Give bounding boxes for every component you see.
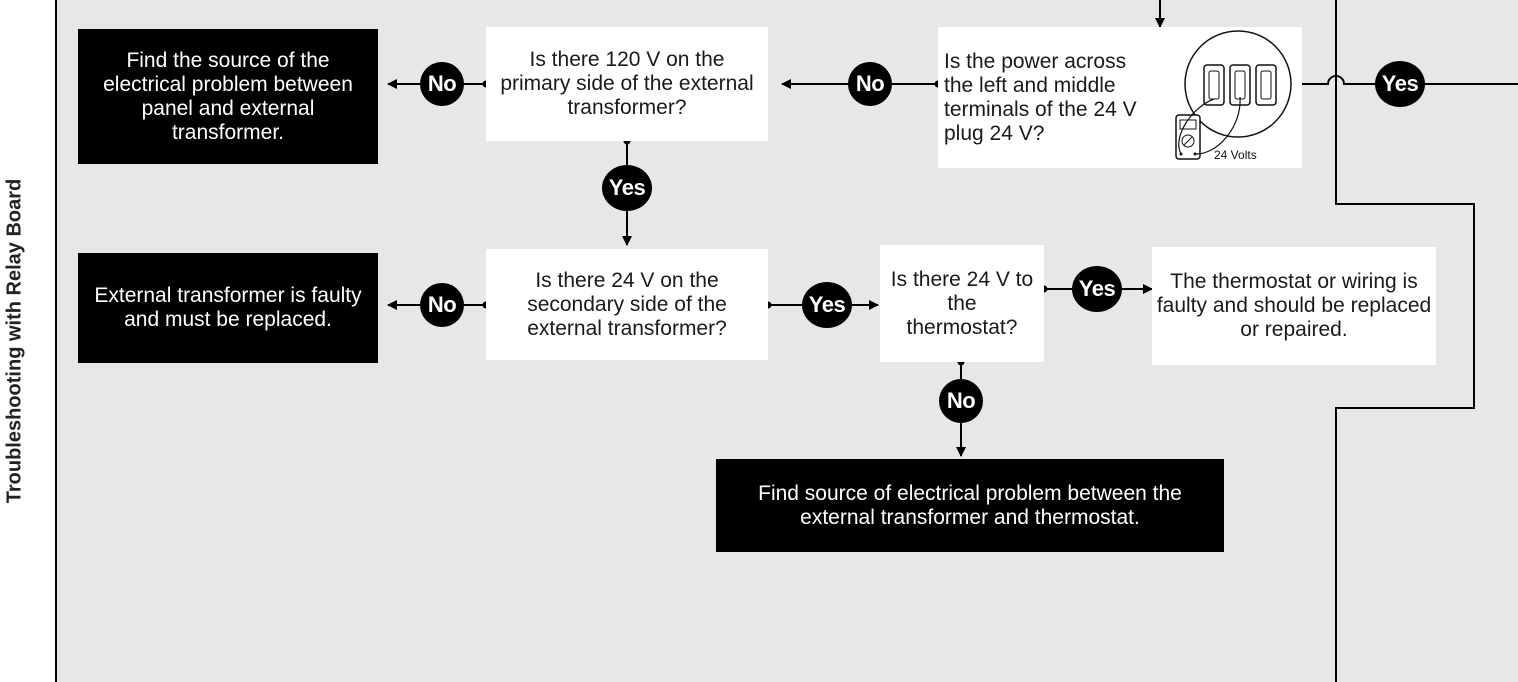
badge-yes-plug: Yes	[1375, 61, 1425, 107]
badge-yes-thermostat: Yes	[1072, 266, 1122, 312]
node-find-source-thermostat: Find source of electrical problem betwee…	[716, 459, 1224, 552]
node-q-24v-secondary: Is there 24 V on the secondary side of t…	[486, 249, 768, 360]
node-q-120v-primary: Is there 120 V on the primary side of th…	[486, 27, 768, 141]
outlet-icon-panel: 24 Volts	[1162, 27, 1302, 168]
side-title: Troubleshooting with Relay Board	[3, 178, 26, 504]
multimeter-icon	[1175, 114, 1201, 160]
right-path-line	[1335, 0, 1475, 682]
line-plug-yes	[1164, 75, 1518, 85]
badge-yes-120: Yes	[602, 165, 652, 211]
node-transformer-faulty: External transformer is faulty and must …	[78, 253, 378, 363]
outlet-icon	[1175, 30, 1292, 160]
badge-no-plug: No	[848, 62, 892, 106]
node-q-power-plug: Is the power across the left and middle …	[938, 27, 1162, 168]
meter-reading: 24 Volts	[1214, 148, 1257, 162]
node-find-source-panel: Find the source of the electrical proble…	[78, 29, 378, 164]
badge-no-120: No	[420, 62, 464, 106]
badge-no-thermostat: No	[939, 379, 983, 423]
badge-yes-secondary: Yes	[802, 282, 852, 328]
node-thermostat-faulty: The thermostat or wiring is faulty and s…	[1152, 247, 1436, 365]
badge-no-secondary: No	[420, 283, 464, 327]
node-q-24v-thermostat: Is there 24 V to the thermostat?	[880, 245, 1044, 362]
